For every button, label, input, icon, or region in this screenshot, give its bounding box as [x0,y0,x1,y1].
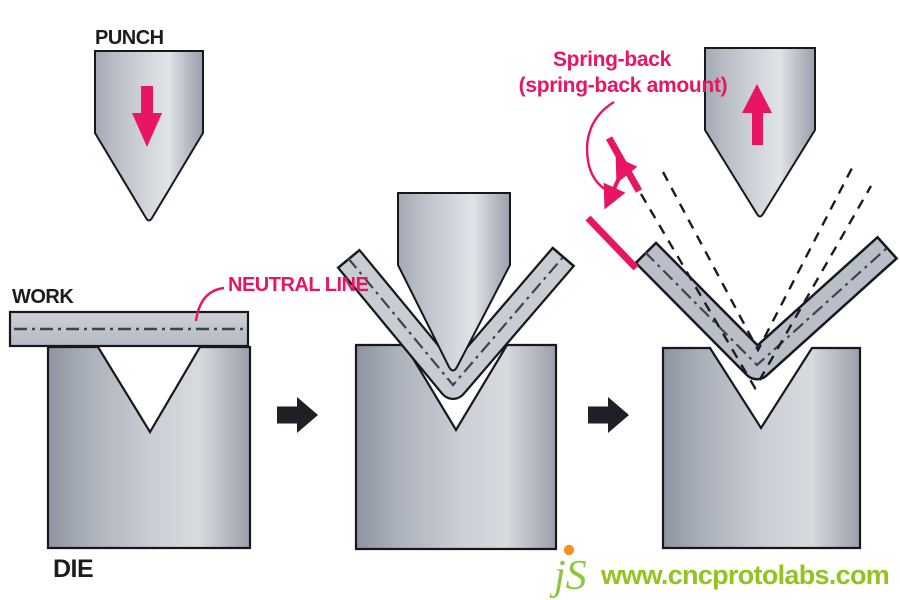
logo-dot-icon [563,544,575,556]
pressed-position-dashed-outer [639,185,873,391]
springback-tick-upper [605,136,643,193]
up-arrow-icon [742,84,772,145]
double-headed-arrow-icon [603,156,638,210]
down-arrow-icon [132,86,162,147]
neutral-line-label: NEUTRAL LINE [228,274,368,296]
stage-3-springback [585,47,899,550]
neutral-line-dashdot [347,255,565,387]
right-arrow-icon [277,397,318,433]
pressed-position-dashed-inner [661,165,855,353]
punch-label: PUNCH [95,27,164,49]
die-block [661,346,862,550]
work-label: WORK [12,286,74,308]
springback-leader [585,100,615,192]
neutral-line-leader [194,286,225,322]
punch-tool [397,192,511,372]
die-block [46,345,252,550]
right-arrow-icon [588,397,629,433]
neutral-line-dashdot [644,246,889,367]
logo-monogram: jS [549,553,587,599]
springback-tick-lower [585,215,639,271]
spring-back-label-line1: Spring-back [553,48,672,71]
die-label: DIE [53,555,93,583]
website-url: www.cncprotolabs.com [600,560,889,590]
spring-back-label-line2: (spring-back amount) [519,74,728,97]
stage-2-pressing [336,192,576,551]
site-logo: jS www.cncprotolabs.com [549,544,890,599]
stage-1-setup [8,50,252,550]
